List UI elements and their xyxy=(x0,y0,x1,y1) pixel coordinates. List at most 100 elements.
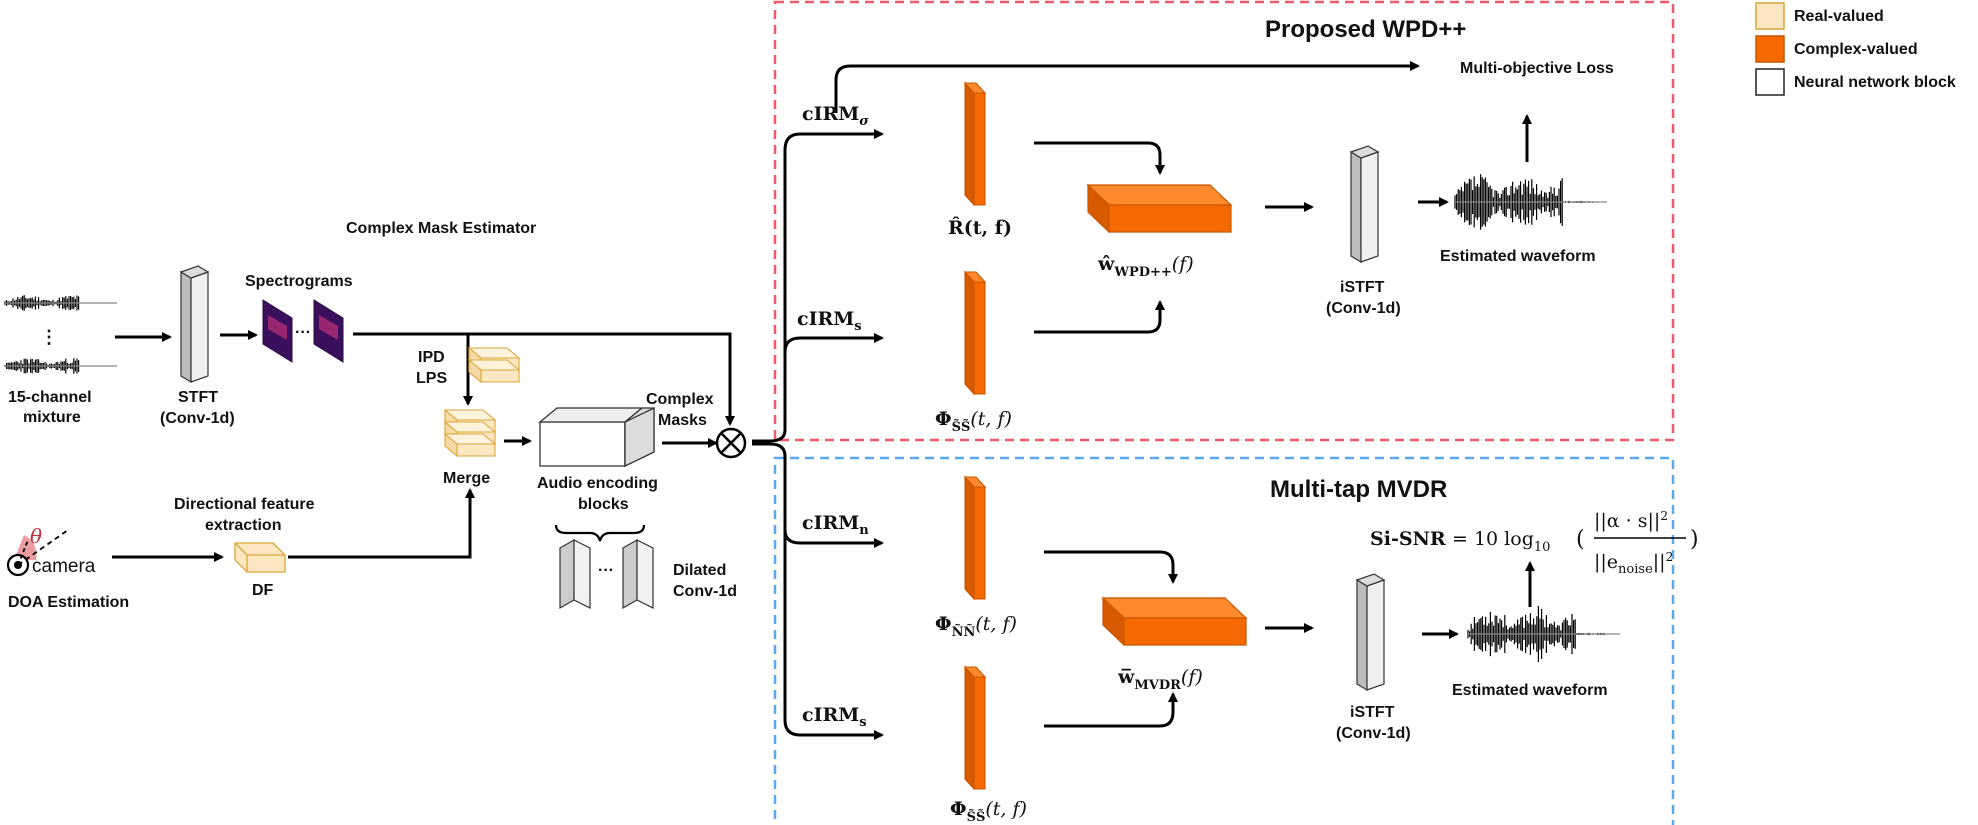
mixture-label-line1: 15-channel xyxy=(8,389,92,406)
camera-icon xyxy=(6,529,69,577)
encoding-brace xyxy=(554,524,646,542)
slab-face xyxy=(963,476,987,488)
mask-multiply-node xyxy=(715,427,747,459)
dilated-conv-block-2 xyxy=(622,538,654,610)
istft-mvdr-label-line2: (Conv-1d) xyxy=(1336,725,1411,742)
beamformer-mvdr-block xyxy=(1101,596,1248,647)
cirm-s-top-label: cIRMs xyxy=(797,308,862,334)
arrow-df-to-merge xyxy=(288,488,475,559)
audio-encoding-block xyxy=(538,406,655,468)
theta-label: θ xyxy=(30,524,42,548)
branch-cirm-n xyxy=(783,529,884,548)
r-hat-label: R̂(t, f) xyxy=(948,217,1012,239)
dir-feat-label-line1: Directional feature xyxy=(174,496,315,513)
legend-nn-label: Neural network block xyxy=(1794,74,1956,91)
input-waveform-top xyxy=(4,295,117,311)
slab-phi-ss-top xyxy=(963,270,987,396)
wpd-title: Proposed WPD++ xyxy=(1265,16,1466,43)
camera-label: camera xyxy=(32,556,96,577)
cirm-sigma-label: cIRMσ xyxy=(802,103,869,129)
feature-layer xyxy=(480,369,520,383)
df-block xyxy=(234,542,286,573)
stft-label-line2: (Conv-1d) xyxy=(160,410,235,427)
spectrogram-2-highlight xyxy=(319,315,338,340)
slab-phi-ss-bottom xyxy=(963,665,987,791)
mvdr-title: Multi-tap MVDR xyxy=(1270,476,1447,503)
slab-face xyxy=(964,270,975,396)
sisnr-eq: = 10 log10 xyxy=(1452,528,1550,555)
doa-label: DOA Estimation xyxy=(8,594,129,611)
complex-masks-label-line2: Masks xyxy=(658,412,707,429)
spectrogram-dots: ··· xyxy=(295,324,311,341)
slab-face xyxy=(963,271,987,283)
phi-ss-bottom-label: ΦS̃S̃(t, f) xyxy=(950,798,1027,825)
phi-ss-top-label: ΦS̃S̃(t, f) xyxy=(935,408,1012,435)
slab-face xyxy=(964,81,975,207)
sisnr-denominator: ||enoise||2 xyxy=(1594,550,1673,577)
mixture-label-line2: mixture xyxy=(23,409,81,426)
branch-stem xyxy=(752,129,884,443)
estimated-waveform-wpd xyxy=(1454,174,1607,230)
slab-face xyxy=(964,665,975,791)
cirm-s-bottom-label: cIRMs xyxy=(802,704,867,730)
slab-r-hat xyxy=(963,81,987,207)
audio-encoding-label-line2: blocks xyxy=(578,496,629,513)
ipd-lps-features xyxy=(467,346,521,384)
spectrogram-1-highlight xyxy=(268,315,287,340)
dilated-label-line1: Dilated xyxy=(673,562,726,579)
arrow-r-to-wpd xyxy=(1034,141,1165,175)
stft-block xyxy=(179,265,210,384)
estimated-waveform-mvdr xyxy=(1467,605,1620,663)
est-waveform-mvdr-label: Estimated waveform xyxy=(1452,682,1608,699)
slab-face xyxy=(973,92,986,206)
phi-nn-label: ΦÑÑ(t, f) xyxy=(935,613,1017,640)
arrow-spectro-to-mult xyxy=(353,332,735,426)
slab-face xyxy=(973,281,986,395)
slab-face xyxy=(964,475,975,601)
branch-cirm-s-top xyxy=(783,333,884,353)
mixture-dots: ⋮ xyxy=(40,327,58,347)
slab-face xyxy=(973,676,986,790)
arrow-phi-to-wpd xyxy=(1034,300,1165,334)
w-wpd-label: ŵWPD++(f) xyxy=(1097,253,1194,280)
slab-face xyxy=(963,82,987,94)
est-waveform-wpd-label: Estimated waveform xyxy=(1440,248,1596,265)
sisnr-paren-close: ) xyxy=(1690,527,1699,552)
istft-block-mvdr xyxy=(1355,573,1386,692)
legend-complex-label: Complex-valued xyxy=(1794,41,1918,58)
branch-lower xyxy=(752,442,884,740)
merge-label: Merge xyxy=(443,470,490,487)
istft-mvdr-label-line1: iSTFT xyxy=(1350,704,1395,721)
complex-masks-label-line1: Complex xyxy=(646,391,714,408)
ipd-label: IPD xyxy=(418,349,445,366)
dir-feat-label-line2: extraction xyxy=(205,517,281,534)
slab-face xyxy=(973,486,986,600)
feature-layer xyxy=(456,443,496,457)
multi-objective-loss-label: Multi-objective Loss xyxy=(1460,60,1614,77)
legend-real-swatch xyxy=(1755,2,1785,30)
spectrograms-label: Spectrograms xyxy=(245,273,353,290)
w-mvdr-label: w̅MVDR(f) xyxy=(1117,666,1203,693)
istft-wpd-label-line1: iSTFT xyxy=(1340,279,1385,296)
dilated-conv-block-1 xyxy=(559,538,591,610)
sisnr-lhs: Si-SNR xyxy=(1370,528,1446,550)
wpd-region-border xyxy=(773,0,1675,442)
legend: Real-valued Complex-valued Neural networ… xyxy=(1755,2,1956,96)
stft-label-line1: STFT xyxy=(178,389,218,406)
dilated-conv-dots: ··· xyxy=(598,562,614,579)
legend-complex-swatch xyxy=(1755,35,1785,63)
arrow-phis-to-mvdr xyxy=(1044,692,1178,728)
sisnr-formula: Si-SNR = 10 log10 ( ||α · s||2 ||enoise|… xyxy=(1370,509,1699,577)
istft-wpd-label-line2: (Conv-1d) xyxy=(1326,300,1401,317)
sisnr-numerator: ||α · s||2 xyxy=(1594,509,1668,532)
branch-to-loss xyxy=(834,61,1420,113)
df-label: DF xyxy=(252,582,274,599)
input-waveform-bottom xyxy=(4,358,117,374)
legend-real-label: Real-valued xyxy=(1794,8,1884,25)
merge-features xyxy=(443,408,497,458)
audio-encoding-label-line1: Audio encoding xyxy=(537,475,658,492)
slab-face xyxy=(963,666,987,678)
complex-mask-estimator-label: Complex Mask Estimator xyxy=(346,220,536,237)
mvdr-region-border xyxy=(773,456,1675,825)
